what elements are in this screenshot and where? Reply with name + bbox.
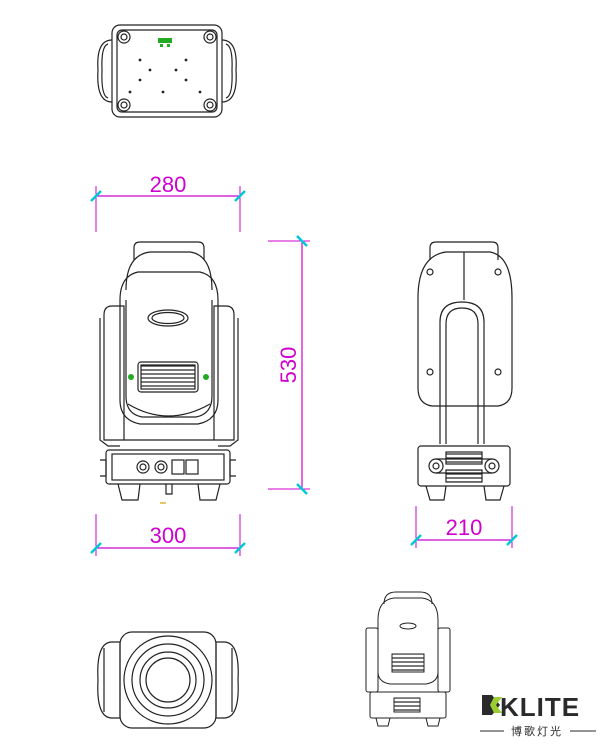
bottom-view [97, 631, 239, 729]
dim-label-280: 280 [150, 172, 187, 197]
dimension-base-width: 300 [90, 514, 246, 556]
dim-label-530: 530 [276, 347, 301, 384]
side-view [417, 241, 513, 501]
dimension-top-width: 280 [90, 172, 246, 232]
dim-label-210: 210 [446, 515, 483, 540]
front-view [99, 241, 239, 504]
brand-logo: KLITE 博歌灯光 [480, 692, 596, 738]
perspective-view [365, 591, 451, 727]
logo-subtitle: 博歌灯光 [511, 724, 563, 738]
dimension-height: 530 [268, 235, 310, 495]
top-view [97, 24, 237, 118]
logo-brand-text: KLITE [500, 692, 580, 722]
dim-label-300: 300 [150, 523, 187, 548]
dimension-depth: 210 [410, 506, 518, 548]
